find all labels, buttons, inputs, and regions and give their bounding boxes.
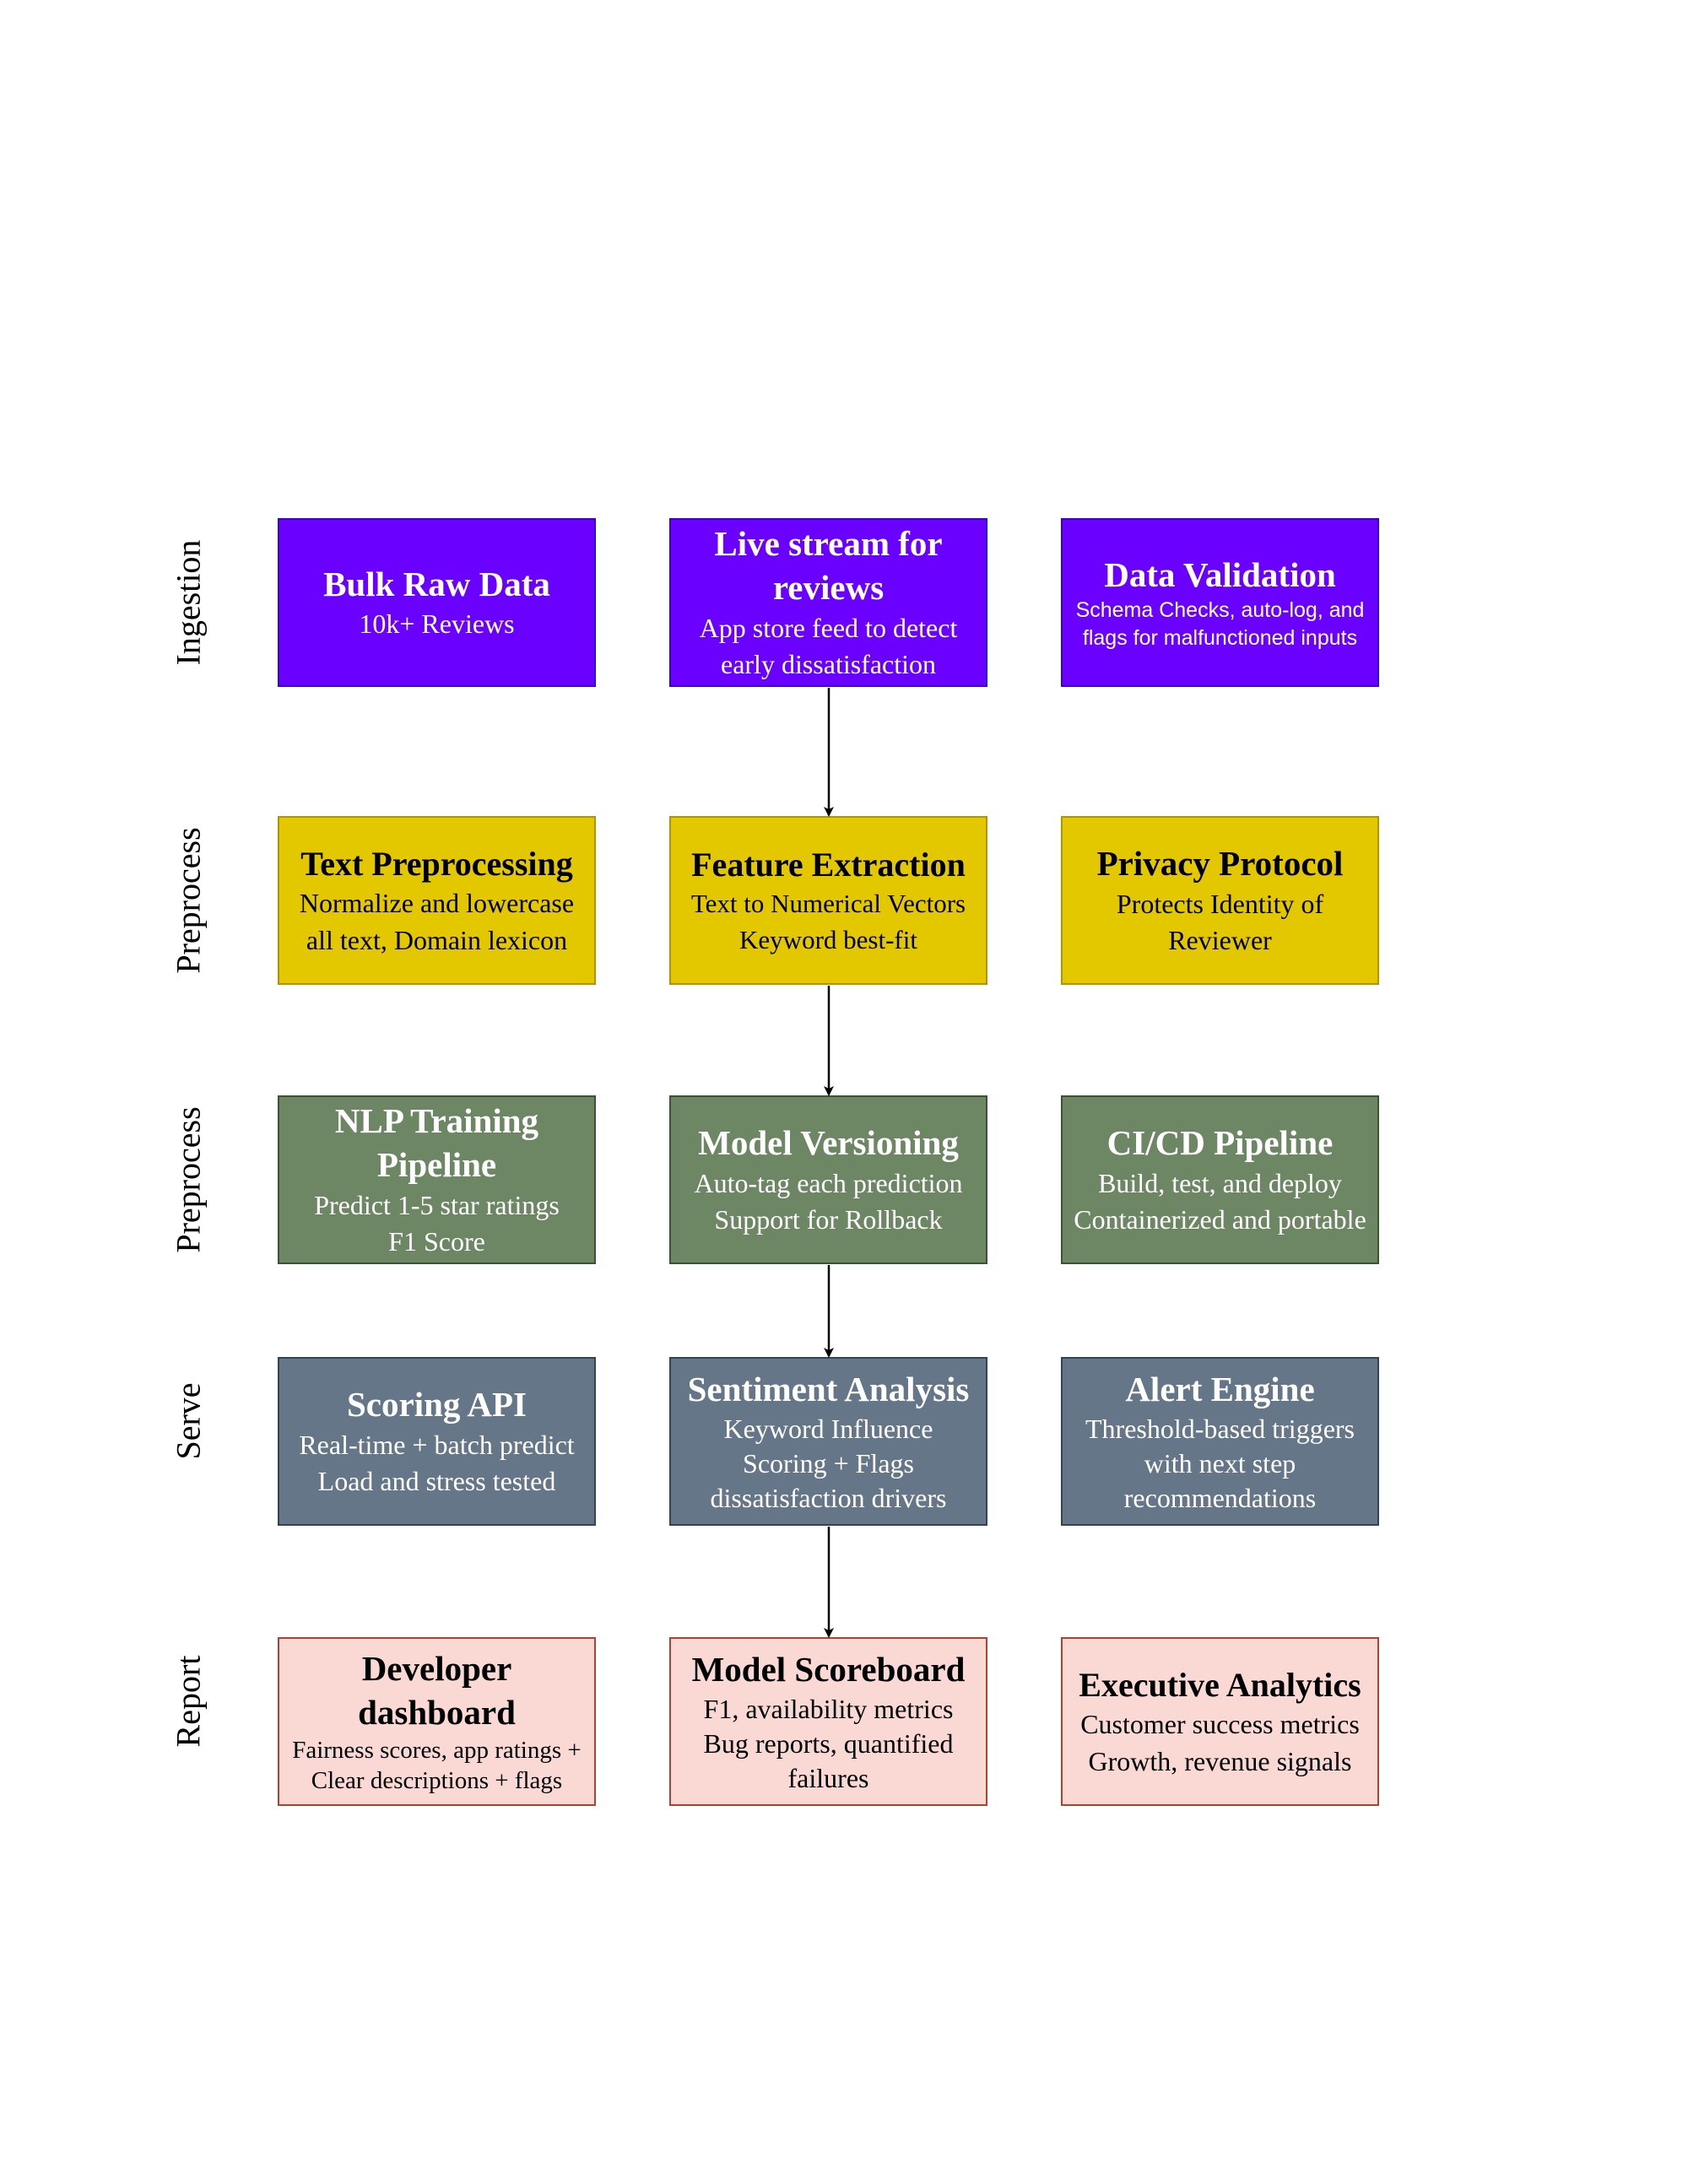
node-sentiment-analysis: Sentiment Analysis Keyword Influence Sco… <box>669 1357 987 1526</box>
node-title: Developer dashboard <box>358 1648 516 1733</box>
node-body: F1, availability metrics Bug reports, qu… <box>703 1693 954 1793</box>
node-body: Protects Identity of Reviewer <box>1116 888 1324 956</box>
node-body: Threshold-based triggers with next step … <box>1085 1413 1355 1513</box>
node-nlp-training-pipeline: NLP Training Pipeline Predict 1-5 star r… <box>278 1095 596 1264</box>
node-body: Predict 1-5 star ratings F1 Score <box>314 1189 560 1257</box>
node-live-stream: Live stream for reviews App store feed t… <box>669 518 987 687</box>
node-body: Auto-tag each prediction Support for Rol… <box>694 1167 963 1235</box>
node-cicd-pipeline: CI/CD Pipeline Build, test, and deploy C… <box>1061 1095 1379 1264</box>
node-title: Feature Extraction <box>691 846 966 884</box>
node-title: Scoring API <box>347 1385 527 1424</box>
node-title: Alert Engine <box>1125 1370 1315 1409</box>
node-body: Normalize and lowercase all text, Domain… <box>299 888 575 955</box>
node-body: Build, test, and deploy Containerized an… <box>1074 1167 1366 1235</box>
node-title: Sentiment Analysis <box>687 1370 970 1409</box>
node-model-versioning: Model Versioning Auto-tag each predictio… <box>669 1095 987 1264</box>
node-body: Schema Checks, auto-log, and flags for m… <box>1075 598 1365 651</box>
node-bulk-raw-data: Bulk Raw Data 10k+ Reviews <box>278 518 596 687</box>
node-scoring-api: Scoring API Real-time + batch predict Lo… <box>278 1357 596 1526</box>
node-title: Bulk Raw Data <box>323 565 550 603</box>
node-developer-dashboard: Developer dashboard Fairness scores, app… <box>278 1637 596 1806</box>
node-alert-engine: Alert Engine Threshold-based triggers wi… <box>1061 1357 1379 1526</box>
node-body: 10k+ Reviews <box>359 608 515 640</box>
node-executive-analytics: Executive Analytics Customer success met… <box>1061 1637 1379 1806</box>
node-title: Model Versioning <box>698 1123 959 1163</box>
node-body: Real-time + batch predict Load and stres… <box>299 1429 575 1497</box>
node-body: App store feed to detect early dissatisf… <box>699 612 958 680</box>
node-text-preprocessing: Text Preprocessing Normalize and lowerca… <box>278 816 596 985</box>
node-title: Live stream for reviews <box>714 524 943 608</box>
node-title: Model Scoreboard <box>691 1650 966 1689</box>
node-title: Privacy Protocol <box>1096 844 1344 884</box>
node-body: Text to Numerical Vectors Keyword best-f… <box>690 889 966 954</box>
node-privacy-protocol: Privacy Protocol Protects Identity of Re… <box>1061 816 1379 985</box>
node-title: Text Preprocessing <box>300 844 573 883</box>
node-feature-extraction: Feature Extraction Text to Numerical Vec… <box>669 816 987 985</box>
node-title: CI/CD Pipeline <box>1106 1123 1334 1163</box>
node-model-scoreboard: Model Scoreboard F1, availability metric… <box>669 1637 987 1806</box>
node-title: Data Validation <box>1104 554 1336 594</box>
node-title: Executive Analytics <box>1079 1665 1361 1704</box>
node-body: Keyword Influence Scoring + Flags dissat… <box>710 1413 947 1513</box>
node-title: NLP Training Pipeline <box>334 1101 539 1185</box>
node-body: Fairness scores, app ratings + Clear des… <box>292 1736 582 1795</box>
node-body: Customer success metrics Growth, revenue… <box>1080 1709 1360 1776</box>
node-data-validation: Data Validation Schema Checks, auto-log,… <box>1061 518 1379 687</box>
